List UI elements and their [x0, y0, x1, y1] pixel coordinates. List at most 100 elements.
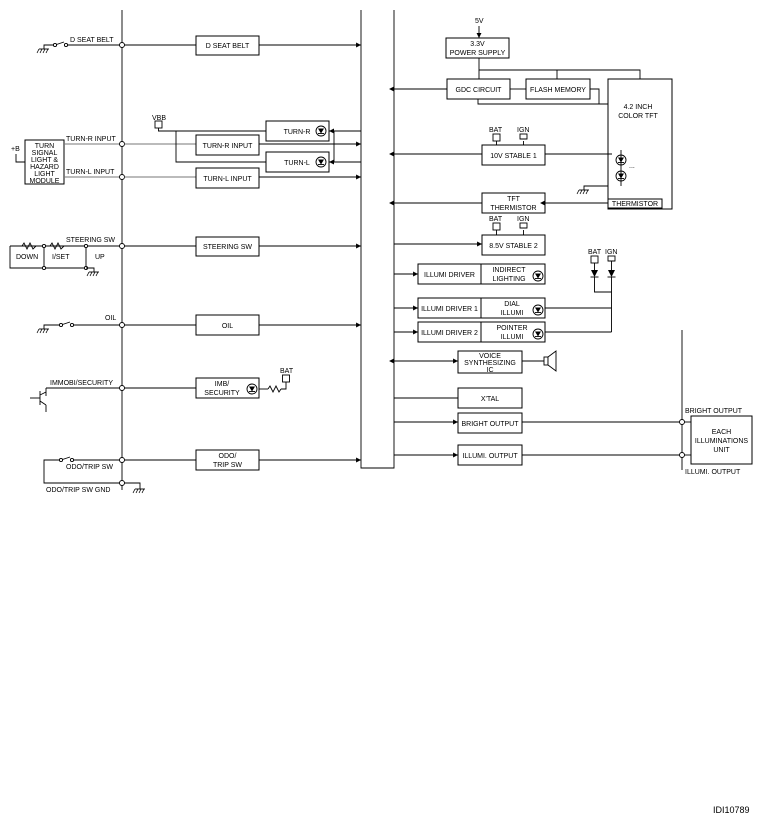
voice-synth-line-1: VOICE: [479, 353, 501, 360]
stable-85v-block: [481, 234, 546, 256]
power-supply-block: [445, 37, 510, 59]
imb-security-block: [195, 377, 260, 399]
voice-synth-line-2: SYNTHESIZING: [464, 360, 516, 367]
each-illuminations-line-1: EACH: [712, 429, 731, 436]
turn-signal-module: TURN SIGNAL LIGHT & HAZARD LIGHT MODULE …: [11, 139, 65, 185]
stable-10v-ign-label: IGN: [517, 127, 529, 134]
oil-input-label: OIL: [105, 315, 116, 322]
immobi-security-row: IMMOBI/SECURITY IMB/ SECURITY BAT: [30, 368, 294, 412]
odo-trip-input-label: ODO/TRIP SW: [66, 464, 113, 471]
steering-up-label: UP: [95, 254, 105, 261]
illumi-driver-1-label: ILLUMI DRIVER 1: [421, 306, 478, 313]
output-section: BRIGHT OUTPUT ILLUMI. OUTPUT BRIGHT OUTP…: [394, 330, 753, 476]
stable-10v-bat-label: BAT: [489, 127, 503, 134]
illumi-driver-label: ILLUMI DRIVER: [424, 272, 475, 279]
indirect-lighting-block: [480, 263, 546, 285]
imb-security-block-line-2: SECURITY: [204, 390, 240, 397]
thermistor-block: [607, 198, 663, 209]
oil-row: OIL OIL: [36, 314, 361, 336]
each-illuminations-unit-block: [690, 415, 753, 465]
turn-l-input-label: TURN-L INPUT: [66, 169, 115, 176]
stable-85v-section: BAT IGN 8.5V STABLE 2: [394, 216, 546, 256]
dial-illumi-line-1: DIAL: [504, 301, 520, 308]
xtal-section: X'TAL: [394, 387, 523, 409]
tft-display-block: [607, 78, 673, 210]
plus-b-label: +B: [11, 146, 20, 153]
thermistor-label: THERMISTOR: [612, 201, 658, 208]
each-illuminations-line-3: UNIT: [713, 447, 730, 454]
module-line-1: TURN: [35, 143, 54, 150]
turn-r-input-block-label: TURN-R INPUT: [203, 143, 253, 150]
stable-10v-label: 10V STABLE 1: [490, 153, 537, 160]
xtal-block: [457, 387, 523, 409]
module-line-2: SIGNAL: [32, 150, 58, 157]
speaker-icon: [543, 356, 549, 366]
pointer-illumi-line-2: ILLUMI: [501, 334, 524, 341]
voice-synth-block: [457, 350, 523, 374]
power-supply-line-2: POWER SUPPLY: [450, 50, 506, 57]
figure-id: IDI10789: [713, 805, 750, 815]
stable-85v-bat-label: BAT: [489, 216, 503, 223]
vbb-label: VBB: [152, 115, 166, 122]
turn-r-block-label: TURN-R: [284, 129, 311, 136]
d-seat-belt-row: D SEAT BELT D SEAT BELT: [36, 35, 361, 56]
illumination-drivers: ILLUMI DRIVER INDIRECT LIGHTING ILLUMI D…: [394, 249, 617, 343]
bright-output-block: [457, 412, 523, 434]
odo-trip-row: ODO/TRIP SW ODO/TRIP SW GND ODO/ TRIP SW: [43, 449, 361, 494]
xtal-label: X'TAL: [481, 396, 499, 403]
illumi-bat-label: BAT: [588, 249, 602, 256]
steering-sw-input-label: STEERING SW: [66, 237, 115, 244]
imb-security-block-line-1: IMB/: [215, 381, 229, 388]
illumi-output-label: ILLUMI. OUTPUT: [685, 469, 741, 476]
tft-line-1: 4.2 INCH: [624, 104, 653, 111]
indirect-lighting-line-1: INDIRECT: [492, 267, 526, 274]
d-seat-belt-input-label: D SEAT BELT: [70, 37, 114, 44]
steering-down-label: DOWN: [16, 254, 38, 261]
bright-output-label: BRIGHT OUTPUT: [685, 408, 743, 415]
bright-output-block-label: BRIGHT OUTPUT: [461, 421, 519, 428]
each-illuminations-line-2: ILLUMINATIONS: [695, 438, 748, 445]
bus-lines: [121, 10, 395, 490]
voice-synth-line-3: IC: [487, 367, 494, 374]
steering-set-label: I/SET: [52, 254, 70, 261]
module-line-3: LIGHT &: [31, 157, 58, 164]
stable-10v-section: BAT IGN 10V STABLE 1: [389, 127, 612, 195]
power-supply-line-1: 3.3V: [470, 41, 485, 48]
module-line-6: MODULE: [30, 178, 60, 185]
tft-line-2: COLOR TFT: [618, 113, 658, 120]
odo-trip-gnd-label: ODO/TRIP SW GND: [46, 487, 110, 494]
turn-indicators: VBB TURN-R TURN-L: [152, 115, 361, 173]
immobi-security-input-label: IMMOBI/SECURITY: [50, 380, 113, 387]
module-line-5: LIGHT: [34, 171, 55, 178]
d-seat-belt-block-label: D SEAT BELT: [206, 43, 250, 50]
supply-voltage-label: 5V: [475, 18, 484, 25]
d-seat-belt-block: [195, 35, 260, 56]
oil-block-label: OIL: [222, 323, 233, 330]
turn-signal-module-box: [24, 139, 65, 185]
turn-l-block: [265, 151, 330, 173]
turn-l-block-label: TURN-L: [284, 160, 310, 167]
imb-bat-label: BAT: [280, 368, 294, 375]
dial-illumi-line-2: ILLUMI: [501, 310, 524, 317]
steering-sw-row: STEERING SW DOWN I/SET UP STEERING SW: [9, 236, 361, 277]
illumi-driver-2-label: ILLUMI DRIVER 2: [421, 330, 478, 337]
odo-trip-block-line-1: ODO/: [219, 453, 237, 460]
gdc-circuit-label: GDC CIRCUIT: [456, 87, 503, 94]
turn-l-input-block: [195, 167, 260, 189]
flash-memory-label: FLASH MEMORY: [530, 87, 586, 94]
tft-ellipsis: ...: [629, 163, 635, 170]
turn-r-input-block: [195, 134, 260, 156]
illumi-output-block-label: ILLUMI. OUTPUT: [462, 453, 518, 460]
odo-trip-block-line-2: TRIP SW: [213, 462, 242, 469]
tft-thermistor-section: TFT THERMISTOR: [389, 192, 608, 214]
turn-r-input-label: TURN-R INPUT: [66, 136, 116, 143]
tft-thermistor-line-2: THERMISTOR: [490, 205, 536, 212]
indirect-lighting-line-2: LIGHTING: [492, 276, 525, 283]
turn-l-input-block-label: TURN-L INPUT: [203, 176, 252, 183]
module-line-4: HAZARD: [30, 164, 59, 171]
steering-sw-block-label: STEERING SW: [203, 244, 252, 251]
stable-85v-ign-label: IGN: [517, 216, 529, 223]
tft-thermistor-line-1: TFT: [507, 196, 521, 203]
steering-sw-block: [195, 236, 260, 257]
